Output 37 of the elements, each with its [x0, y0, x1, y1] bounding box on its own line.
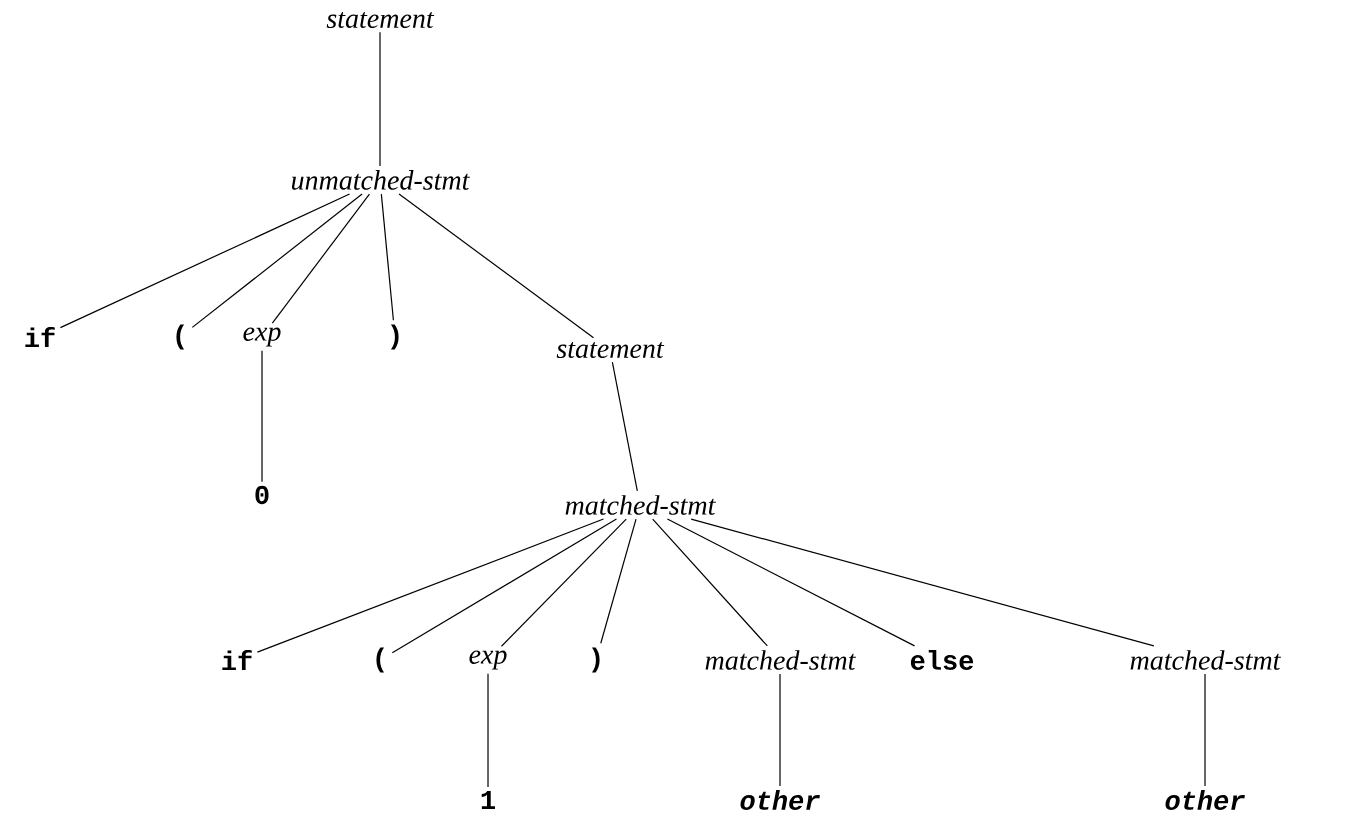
tree-branch: [261, 350, 263, 483]
terminal-label: if: [25, 327, 55, 347]
tree-branch: [690, 518, 1155, 647]
tree-branch: [256, 518, 605, 653]
terminal-label: other: [740, 790, 820, 810]
nonterminal-label: statement: [556, 341, 665, 358]
terminal-label: (: [176, 324, 185, 350]
nonterminal-label: exp: [469, 650, 507, 670]
tree-branch: [652, 518, 768, 647]
terminal-label: 1: [481, 791, 495, 809]
tree-branch: [391, 518, 618, 654]
terminal-label: ): [591, 647, 600, 673]
terminal-label: else: [910, 650, 974, 670]
nonterminal-label: statement: [326, 11, 435, 28]
tree-branch: [666, 518, 916, 647]
nonterminal-label: exp: [243, 327, 281, 347]
tree-branch: [600, 518, 637, 644]
tree-branch: [487, 673, 489, 788]
tree-branch: [380, 193, 394, 321]
nonterminal-label: matched-stmt: [1130, 650, 1281, 670]
nonterminal-label: matched-stmt: [705, 650, 856, 670]
tree-branch: [379, 31, 381, 167]
tree-branch: [779, 673, 781, 787]
tree-branch: [398, 193, 595, 339]
terminal-label: ): [390, 324, 399, 350]
tree-branch: [271, 193, 371, 324]
tree-branch: [611, 361, 638, 492]
nonterminal-label: matched-stmt: [565, 495, 716, 515]
nonterminal-label: unmatched-stmt: [292, 170, 470, 190]
tree-branch: [500, 518, 627, 647]
tree-branch: [1204, 673, 1206, 787]
tree-branch: [191, 193, 363, 328]
terminal-label: (: [376, 647, 385, 673]
terminal-label: 0: [255, 485, 269, 505]
tree-branch: [59, 193, 351, 329]
terminal-label: other: [1165, 790, 1245, 810]
terminal-label: if: [222, 650, 252, 670]
